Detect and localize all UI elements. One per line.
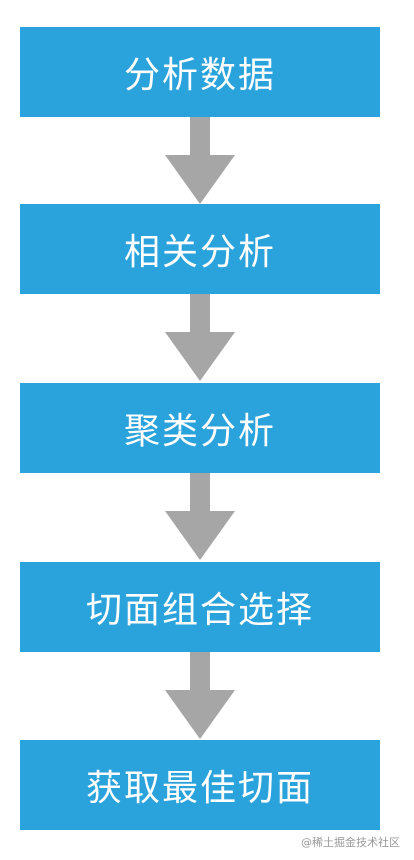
step-label: 切面组合选择 — [85, 590, 314, 631]
down-arrow-icon — [165, 652, 235, 739]
step-box-correlation-analysis: 相关分析 — [20, 204, 380, 294]
step-label: 获取最佳切面 — [85, 768, 314, 809]
down-arrow-icon — [165, 473, 235, 560]
step-label: 相关分析 — [123, 232, 276, 273]
step-box-analyze-data: 分析数据 — [20, 27, 380, 117]
step-label: 聚类分析 — [123, 411, 276, 452]
down-arrow-icon — [165, 294, 235, 381]
step-box-best-facet: 获取最佳切面 — [20, 740, 380, 830]
watermark: @稀土掘金技术社区 — [301, 836, 400, 849]
step-box-cluster-analysis: 聚类分析 — [20, 383, 380, 473]
step-box-facet-combination: 切面组合选择 — [20, 562, 380, 652]
step-label: 分析数据 — [123, 55, 276, 96]
down-arrow-icon — [165, 117, 235, 204]
